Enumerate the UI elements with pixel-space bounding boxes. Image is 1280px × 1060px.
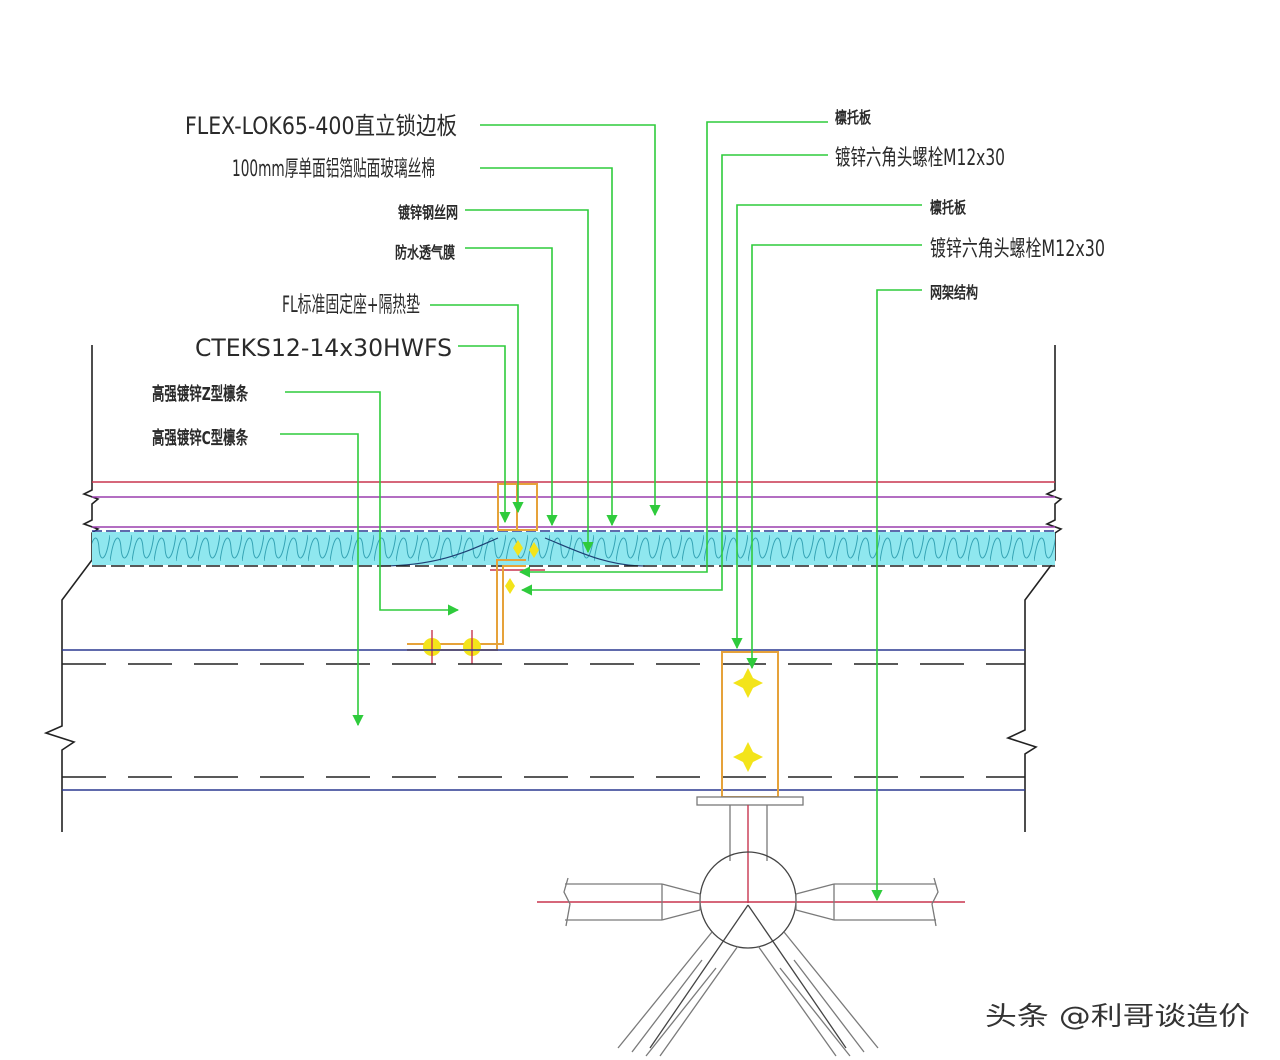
label-insulation: 100mm厚单面铝箔贴面玻璃丝棉 — [232, 157, 435, 182]
label-membrane: 防水透气膜 — [395, 243, 455, 262]
callout-labels: FLEX-LOK65-400直立锁边板 100mm厚单面铝箔贴面玻璃丝棉 镀锌钢… — [152, 108, 1105, 449]
leader-panel — [480, 124, 661, 517]
z-purlin-inner — [407, 565, 526, 645]
leader-screw — [458, 345, 511, 524]
label-c-purlin: 高强镀锌C型檩条 — [152, 427, 249, 449]
leader-c-purlin — [280, 433, 364, 727]
right-chord-member — [795, 877, 939, 927]
leader-insulation — [480, 167, 618, 527]
leader-lines — [280, 121, 922, 902]
label-space-frame: 网架结构 — [930, 283, 978, 302]
clip-screw-marker-2 — [529, 542, 539, 558]
leader-wire-mesh — [465, 209, 594, 554]
label-panel: FLEX-LOK65-400直立锁边板 — [185, 112, 457, 140]
leader-z-purlin — [285, 391, 460, 616]
leader-space-frame — [871, 289, 922, 902]
support-bolt-1 — [733, 668, 763, 698]
z-purlin-outer — [407, 559, 526, 651]
leader-bolt-2 — [746, 244, 922, 670]
support-bolt-2 — [733, 742, 763, 772]
z-purlin-bolt-2 — [463, 630, 481, 664]
left-diagonal-centerline — [649, 904, 749, 1049]
right-break-boundary — [1005, 345, 1063, 832]
right-diagonal-member — [757, 931, 879, 1057]
label-z-purlin: 高强镀锌Z型檩条 — [152, 383, 249, 405]
left-diagonal-member — [617, 931, 739, 1057]
label-screw: CTEKS12-14x30HWFS — [195, 334, 452, 362]
label-bolt-2: 镀锌六角头螺栓M12x30 — [930, 237, 1105, 262]
watermark-text: 头条 @利哥谈造价 — [985, 1002, 1250, 1032]
z-purlin-bolt-1 — [423, 630, 441, 664]
label-purlin-cleat-2: 檩托板 — [930, 198, 967, 217]
label-clip: FL标准固定座+隔热垫 — [282, 293, 420, 318]
right-diagonal-centerline — [747, 904, 847, 1049]
label-bolt-1: 镀锌六角头螺栓M12x30 — [835, 146, 1005, 171]
insulation-pattern — [92, 532, 1055, 565]
roof-section — [43, 345, 1063, 832]
clip-screw-marker-1 — [513, 540, 523, 556]
leader-membrane — [465, 247, 558, 527]
leader-purlin-cleat-2 — [731, 204, 922, 650]
support-base-plate — [696, 796, 804, 806]
leader-bolt-1 — [520, 154, 828, 596]
cleat-bolt-marker — [505, 578, 515, 594]
space-frame-node — [537, 805, 965, 1057]
leader-clip — [430, 304, 524, 514]
label-purlin-cleat-1: 檩托板 — [835, 108, 872, 127]
leader-purlin-cleat-1 — [518, 121, 828, 578]
left-break-boundary — [43, 345, 100, 832]
left-chord-member — [563, 877, 701, 927]
label-wire-mesh: 镀锌钢丝网 — [398, 203, 458, 222]
